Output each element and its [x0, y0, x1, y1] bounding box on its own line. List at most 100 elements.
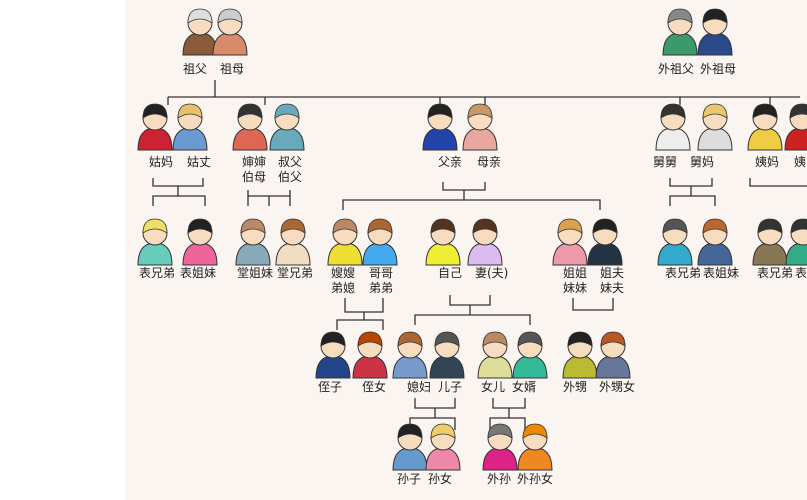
person-hair: [757, 218, 783, 234]
label-maternal-aunt-husband: 姨: [794, 155, 807, 169]
person-hair: [567, 331, 593, 347]
label-uncle-wife-2: 伯母: [242, 170, 267, 184]
label-grandfather: 祖父: [183, 62, 208, 76]
person-body: [172, 127, 208, 151]
label-cousin-m-4: 表兄弟: [757, 266, 794, 280]
label-maternal-grandmother: 外祖母: [700, 62, 737, 76]
label-sister-in-law: 嫂嫂弟媳: [331, 266, 355, 296]
person-body: [595, 355, 631, 379]
person-body: [362, 242, 398, 266]
label-father: 父亲: [438, 155, 463, 169]
person-hair: [430, 423, 456, 439]
person-body: [784, 127, 807, 151]
person-hair: [702, 8, 728, 24]
label-brother: 哥哥弟弟: [369, 266, 393, 296]
label-cousin-f-4: 表: [795, 266, 807, 280]
person-hair: [430, 218, 456, 234]
label-mother: 母亲: [477, 155, 502, 169]
person-hair: [434, 331, 460, 347]
person-hair: [142, 103, 168, 119]
person-body: [182, 242, 218, 266]
label-cousin-m-2: 堂兄弟: [277, 266, 314, 280]
label-brother-in-law: 姐夫妹夫: [600, 266, 624, 296]
person-body: [587, 242, 623, 266]
person-hair: [217, 8, 243, 24]
person-body: [655, 127, 691, 151]
person-body: [512, 355, 548, 379]
person-body: [425, 242, 461, 266]
person-hair: [702, 103, 728, 119]
person-body: [697, 32, 733, 56]
person-hair: [177, 103, 203, 119]
person-hair: [662, 218, 688, 234]
person-body: [552, 242, 588, 266]
person-hair: [557, 218, 583, 234]
label-son-in-law: 女婿: [512, 380, 537, 394]
person-hair: [240, 218, 266, 234]
label-grandson: 孙子: [397, 472, 422, 486]
person-hair: [592, 218, 618, 234]
label-cousin-m-1: 表兄弟: [139, 266, 176, 280]
connector-line: [152, 178, 206, 206]
person-body: [232, 127, 268, 151]
label-uncle-2: 伯父: [278, 170, 303, 184]
person-hair: [752, 103, 778, 119]
person-hair: [397, 423, 423, 439]
person-body: [482, 447, 518, 471]
label-nephew: 侄子: [318, 380, 343, 394]
connector-line: [167, 80, 800, 105]
person-body: [477, 355, 513, 379]
connector-line: [336, 298, 384, 330]
person-hair: [472, 218, 498, 234]
label-cousin-f-1: 表姐妹: [180, 266, 217, 280]
person-body: [467, 242, 503, 266]
person-hair: [397, 331, 423, 347]
person-body: [137, 127, 173, 151]
label-sister-son: 外甥: [563, 380, 588, 394]
family-tree-diagram: 祖父 祖母 外祖父 外祖母 姑妈 姑丈 婶婶伯母 叔父伯父 父亲 母亲 舅舅 舅…: [125, 0, 807, 500]
label-granddaughter: 孙女: [428, 472, 453, 486]
person-body: [747, 127, 783, 151]
connector-line: [414, 295, 531, 325]
person-hair: [280, 218, 306, 234]
person-hair: [320, 331, 346, 347]
person-body: [269, 127, 305, 151]
person-body: [235, 242, 271, 266]
person-hair: [789, 103, 807, 119]
label-daughter: 女儿: [481, 380, 506, 394]
person-hair: [667, 8, 693, 24]
label-bil-2: 妹夫: [600, 281, 625, 295]
person-hair: [600, 331, 626, 347]
label-brother-2: 弟弟: [369, 281, 394, 295]
person-hair: [237, 103, 263, 119]
label-sister-1: 姐姐: [563, 266, 588, 280]
person-body: [182, 32, 218, 56]
label-daughter-daughter: 外孙女: [517, 472, 554, 486]
person-hair: [274, 103, 300, 119]
label-cousin-m-3: 表兄弟: [665, 266, 702, 280]
person-hair: [187, 8, 213, 24]
person-hair: [332, 218, 358, 234]
label-maternal-uncle-wife: 舅妈: [690, 155, 715, 169]
person-body: [137, 242, 173, 266]
connector-line: [669, 178, 716, 206]
person-body: [697, 242, 733, 266]
label-uncle: 叔父伯父: [278, 155, 302, 185]
label-brother-1: 哥哥: [369, 266, 394, 280]
person-hair: [660, 103, 686, 119]
connector-line: [342, 182, 601, 210]
label-niece: 侄女: [362, 380, 387, 394]
person-body: [662, 32, 698, 56]
label-uncle-wife: 婶婶伯母: [242, 155, 266, 185]
label-maternal-grandfather: 外祖父: [658, 62, 695, 76]
person-body: [212, 32, 248, 56]
label-bil-1: 姐夫: [600, 266, 625, 280]
person-hair: [357, 331, 383, 347]
label-maternal-uncle: 舅舅: [653, 155, 678, 169]
label-self: 自己: [438, 266, 463, 280]
label-spouse: 妻(夫): [475, 266, 509, 280]
label-uncle-wife-1: 婶婶: [242, 155, 267, 169]
person-body: [422, 127, 458, 151]
person-hair: [187, 218, 213, 234]
person-hair: [367, 218, 393, 234]
